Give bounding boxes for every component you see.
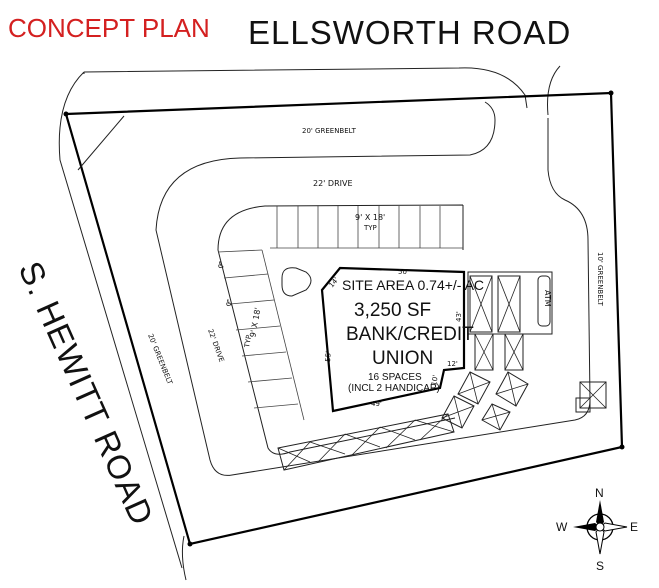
bank-building-footprint (320, 266, 466, 413)
greenbelt-west-label: 20' GREENBELT (146, 333, 174, 387)
parking-spaces-line1: 16 SPACES (368, 372, 422, 383)
road-curb-line (58, 65, 561, 569)
compass-arrow-n (596, 500, 604, 527)
stall-typ-north: TYP (363, 224, 377, 232)
building-sqft: 3,250 SF (354, 300, 431, 321)
corner-clip (77, 115, 125, 171)
handicap-icon-1: ♿ (217, 261, 225, 271)
landscape-island (281, 267, 312, 297)
drive-thru-stacking (441, 333, 529, 431)
compass-s-label: S (596, 559, 604, 573)
dim-right: 43' (455, 311, 463, 322)
bypass-lane-hatch (277, 413, 455, 471)
compass-w-label: W (556, 520, 568, 534)
drive-outer-loop (155, 101, 591, 476)
compass-arrow-w (573, 523, 600, 531)
dim-bottom: 49' (371, 400, 382, 408)
dim-left: 55' (324, 351, 333, 362)
north-parking-row (270, 206, 463, 249)
boundary-corner-sw (187, 541, 193, 547)
handicap-icon-2: ♿ (225, 299, 233, 309)
boundary-corner-se (619, 444, 625, 450)
compass-rose: N S E W (556, 486, 638, 573)
dim-corner: 14' (327, 276, 340, 289)
boundary-corner-ne (608, 90, 614, 96)
dumpster-enclosure (575, 381, 607, 413)
greenbelt-north-label: 20' GREENBELT (302, 127, 357, 135)
drive-inner-loop (217, 204, 464, 455)
plan-title: CONCEPT PLAN (8, 13, 210, 43)
road-edge-south (181, 535, 187, 581)
stall-size-west: 9' X 18' (248, 307, 262, 338)
building-use-line1: BANK/CREDIT (346, 324, 474, 345)
drive-west-label: 22' DRIVE (206, 328, 225, 363)
dim-notch-v: 10' (430, 374, 440, 386)
site-area-label: SITE AREA 0.74+/- AC (342, 277, 484, 293)
drive-north-label: 22' DRIVE (313, 179, 353, 188)
hewitt-road-label: S. HEWITT ROAD (12, 256, 162, 531)
compass-n-label: N (595, 486, 604, 500)
dim-notch-h: 12' (447, 360, 458, 368)
ellsworth-road-label: ELLSWORTH ROAD (248, 14, 571, 51)
compass-e-label: E (630, 520, 638, 534)
compass-center (595, 522, 605, 532)
parking-spaces-line2: (INCL 2 HANDICAP) (348, 383, 440, 394)
dim-top: 50' (398, 268, 409, 276)
atm-label: ATM (543, 290, 552, 307)
building-use-line2: UNION (372, 348, 433, 369)
boundary-corner-nw (63, 111, 69, 117)
stall-typ-west: TYP (243, 334, 253, 349)
greenbelt-east-label: 10' GREENBELT (596, 252, 604, 307)
property-boundary (64, 91, 624, 546)
west-parking-row (217, 249, 305, 421)
stall-size-north: 9' X 18' (355, 213, 385, 222)
